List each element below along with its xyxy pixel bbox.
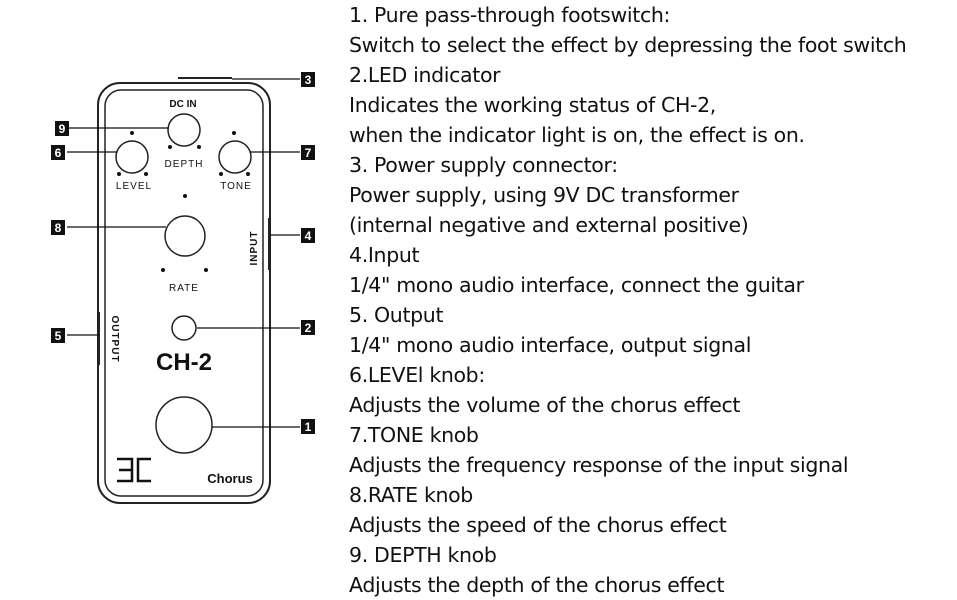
svg-text:7: 7 xyxy=(305,146,312,160)
leader-lines xyxy=(67,78,300,428)
desc-line-11: 5. Output xyxy=(349,303,444,327)
input-label: INPUT xyxy=(249,231,260,266)
desc-line-9: 4.Input xyxy=(349,243,420,267)
tone-knob xyxy=(218,140,252,174)
model-name: CH-2 xyxy=(156,349,212,376)
svg-text:9: 9 xyxy=(59,122,66,136)
callout-9: 9 xyxy=(55,121,69,136)
rate-knob xyxy=(164,215,206,257)
svg-text:3: 3 xyxy=(305,73,312,87)
desc-line-15: 7.TONE knob xyxy=(349,423,479,447)
level-label: LEVEL xyxy=(116,181,152,192)
desc-line-17: 8.RATE knob xyxy=(349,483,473,507)
desc-line-8: (internal negative and external positive… xyxy=(349,213,749,237)
svg-text:2: 2 xyxy=(305,321,312,335)
depth-knob xyxy=(167,113,201,147)
desc-line-5: when the indicator light is on, the effe… xyxy=(349,123,805,147)
footswitch xyxy=(155,396,213,454)
svg-text:5: 5 xyxy=(55,329,62,343)
rate-label: RATE xyxy=(169,283,199,294)
depth-label: DEPTH xyxy=(165,159,204,170)
svg-text:1: 1 xyxy=(305,420,312,434)
desc-line-14: Adjusts the volume of the chorus effect xyxy=(349,393,741,417)
desc-line-13: 6.LEVEl knob: xyxy=(349,363,485,387)
svg-text:6: 6 xyxy=(55,146,62,160)
svg-text:4: 4 xyxy=(305,229,312,243)
dc-in-label: DC IN xyxy=(169,99,196,110)
knob-dots xyxy=(117,131,250,272)
callout-2: 2 xyxy=(301,320,315,335)
callout-3: 3 xyxy=(301,72,315,87)
desc-line-20: Adjusts the depth of the chorus effect xyxy=(349,573,725,597)
desc-line-3: 2.LED indicator xyxy=(349,63,501,87)
callout-6: 6 xyxy=(51,145,65,160)
led-indicator xyxy=(171,315,197,341)
svg-text:8: 8 xyxy=(55,221,62,235)
callout-7: 7 xyxy=(301,145,315,160)
callout-4: 4 xyxy=(301,228,315,243)
callout-1: 1 xyxy=(301,419,315,434)
pedal-inner-outline xyxy=(104,89,264,497)
desc-line-6: 3. Power supply connector: xyxy=(349,153,618,177)
desc-line-2: Switch to select the effect by depressin… xyxy=(349,33,907,57)
callout-5: 5 xyxy=(51,328,65,343)
pedal-diagram: DC IN DEPTH LEVEL TONE RATE INPUT OUTPUT… xyxy=(51,72,315,504)
desc-line-1: 1. Pure pass-through footswitch: xyxy=(349,3,671,27)
desc-line-16: Adjusts the frequency response of the in… xyxy=(349,453,849,477)
desc-line-10: 1/4" mono audio interface, connect the g… xyxy=(349,273,804,297)
output-label: OUTPUT xyxy=(109,315,120,362)
desc-line-19: 9. DEPTH knob xyxy=(349,543,497,567)
brand-logo xyxy=(117,457,151,483)
level-knob xyxy=(115,140,149,174)
desc-line-4: Indicates the working status of CH-2, xyxy=(349,93,716,117)
effect-name: Chorus xyxy=(207,471,253,486)
desc-line-18: Adjusts the speed of the chorus effect xyxy=(349,513,727,537)
pedal-outer-outline xyxy=(97,82,271,504)
desc-line-12: 1/4" mono audio interface, output signal xyxy=(349,333,752,357)
tone-label: TONE xyxy=(220,181,252,192)
desc-line-7: Power supply, using 9V DC transformer xyxy=(349,183,739,207)
callout-8: 8 xyxy=(51,220,65,235)
